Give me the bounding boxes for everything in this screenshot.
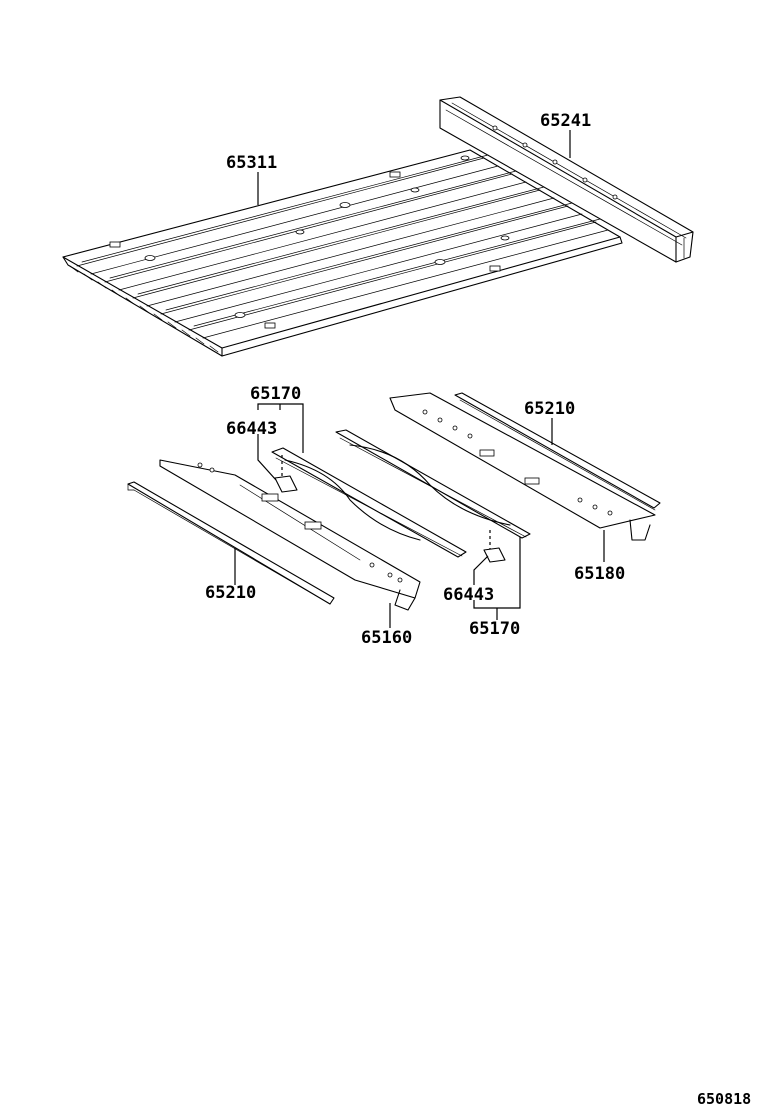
- side-rail-upper[interactable]: [439, 96, 694, 263]
- rail-right[interactable]: [454, 392, 661, 511]
- diagram-code: 650818: [697, 1090, 751, 1108]
- label-bracket-right[interactable]: 66443: [443, 585, 494, 605]
- label-rail-left[interactable]: 65210: [205, 583, 256, 603]
- label-rear-crossmember[interactable]: 65180: [574, 564, 625, 584]
- leader-lines: [234, 130, 605, 628]
- label-crossmember-group-right[interactable]: 65170: [469, 619, 520, 639]
- floor-holes: [109, 155, 510, 329]
- bracket-left[interactable]: [274, 455, 298, 493]
- floor-panel[interactable]: [62, 149, 623, 357]
- crossmember-left[interactable]: [271, 447, 467, 558]
- label-crossmember-group-left[interactable]: 65170: [250, 384, 301, 404]
- floor-ribs: [76, 154, 609, 339]
- crossmember-right[interactable]: [335, 429, 531, 539]
- label-side-rail-upper[interactable]: 65241: [540, 111, 591, 131]
- part-labels: 65311 65241 65170 66443 65210 65210 6516…: [205, 111, 751, 1108]
- label-front-crossmember[interactable]: 65160: [361, 628, 412, 648]
- rail-left[interactable]: [127, 481, 335, 605]
- label-bracket-left[interactable]: 66443: [226, 419, 277, 439]
- rear-crossmember[interactable]: [389, 392, 656, 541]
- label-floor-panel[interactable]: 65311: [226, 153, 277, 173]
- bracket-right[interactable]: [483, 530, 506, 563]
- front-crossmember[interactable]: [159, 459, 421, 611]
- label-rail-right[interactable]: 65210: [524, 399, 575, 419]
